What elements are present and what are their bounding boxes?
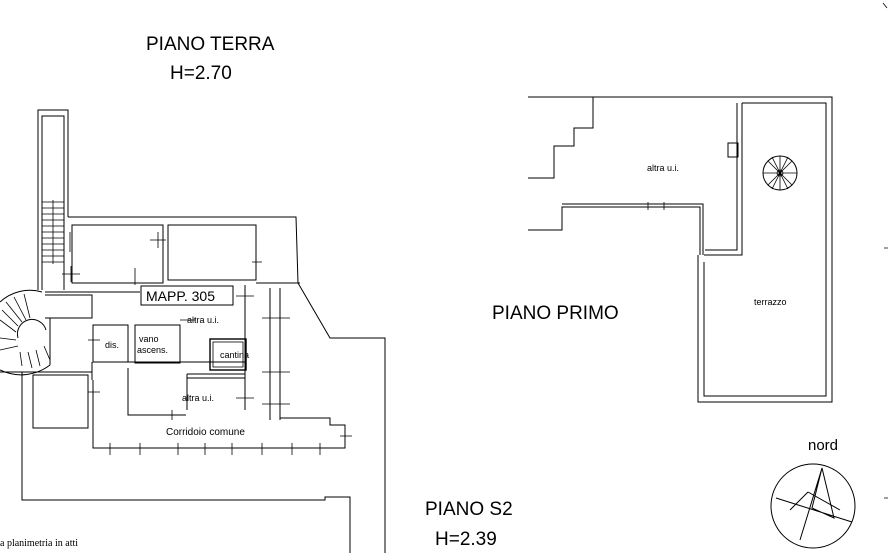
spiral-stair-outer-arc [0, 289, 43, 303]
room-elevator-shaft [134, 324, 181, 364]
room-dis [92, 324, 129, 363]
page-edge-marks [882, 2, 888, 499]
lower-stepped-wall [528, 203, 704, 255]
corridor-tick-marks [109, 435, 352, 455]
wall-tick-marks [88, 295, 290, 420]
other-unit-label-1: altra u.i. [187, 315, 219, 325]
common-corridor-label: Corridoio comune [166, 427, 245, 438]
elevator-label-line2: ascens. [137, 345, 168, 355]
other-unit-label-2: altra u.i. [182, 393, 214, 403]
north-arrow: nord [770, 437, 856, 549]
stair-shaft-outer [37, 109, 69, 290]
north-label: nord [808, 437, 838, 454]
mapp-label: MAPP. 305 [146, 288, 215, 304]
first-floor-inner-wall [703, 102, 827, 397]
north-arrow-circle [770, 463, 856, 549]
ground-floor-height: H=2.70 [170, 63, 232, 84]
ground-floor-title: PIANO TERRA [146, 34, 275, 55]
room-upper-right [167, 224, 257, 281]
north-arrow-icon [775, 467, 853, 541]
terrace-label: terrazzo [754, 297, 787, 307]
mapp-label-box [140, 285, 234, 306]
ground-floor-outer-wall [68, 216, 386, 553]
room-lower-left-top [0, 318, 93, 380]
partition-double-line [127, 334, 246, 416]
room-cellar-inner [212, 341, 244, 368]
spiral-stair-outer-arc-low [0, 364, 51, 376]
s2-floor-height: H=2.39 [435, 529, 497, 550]
right-double-wall [244, 285, 281, 420]
s2-floor-title: PIANO S2 [425, 499, 513, 520]
room-tick-marks [62, 232, 262, 285]
stair-shaft-inner [41, 115, 65, 290]
ground-floor-plan: MAPP. 305 dis. vano ascens. altra u.i. c… [0, 109, 386, 553]
room-cellar-outer [209, 338, 247, 371]
stepped-wall [528, 97, 594, 179]
spiral-stair-radials [763, 156, 797, 190]
cellar-label: cantina [220, 350, 249, 360]
other-unit-label-3: altra u.i. [647, 163, 679, 173]
first-floor-spiral-stair [762, 155, 798, 191]
partition-notch [727, 142, 739, 158]
first-floor-tick [647, 202, 665, 210]
first-floor-outer-wall [528, 96, 833, 403]
spiral-stair-inner-arc [16, 318, 47, 339]
first-floor-partition [704, 103, 743, 256]
s2-outer-wall [21, 372, 351, 553]
inner-corridor-wall [45, 282, 300, 319]
elevator-label-line1: vano [139, 334, 159, 344]
first-floor-title: PIANO PRIMO [492, 303, 619, 324]
room-lower-left [32, 374, 89, 429]
spiral-staircase [0, 289, 51, 376]
spiral-stair-treads [0, 293, 51, 369]
dis-label: dis. [105, 340, 119, 350]
footnote: a planimetria in atti [0, 538, 78, 549]
first-floor-plan: altra u.i. terrazzo [528, 96, 833, 403]
room-upper-left [71, 224, 164, 284]
stair-treads [42, 200, 64, 264]
common-corridor-wall [92, 380, 346, 449]
